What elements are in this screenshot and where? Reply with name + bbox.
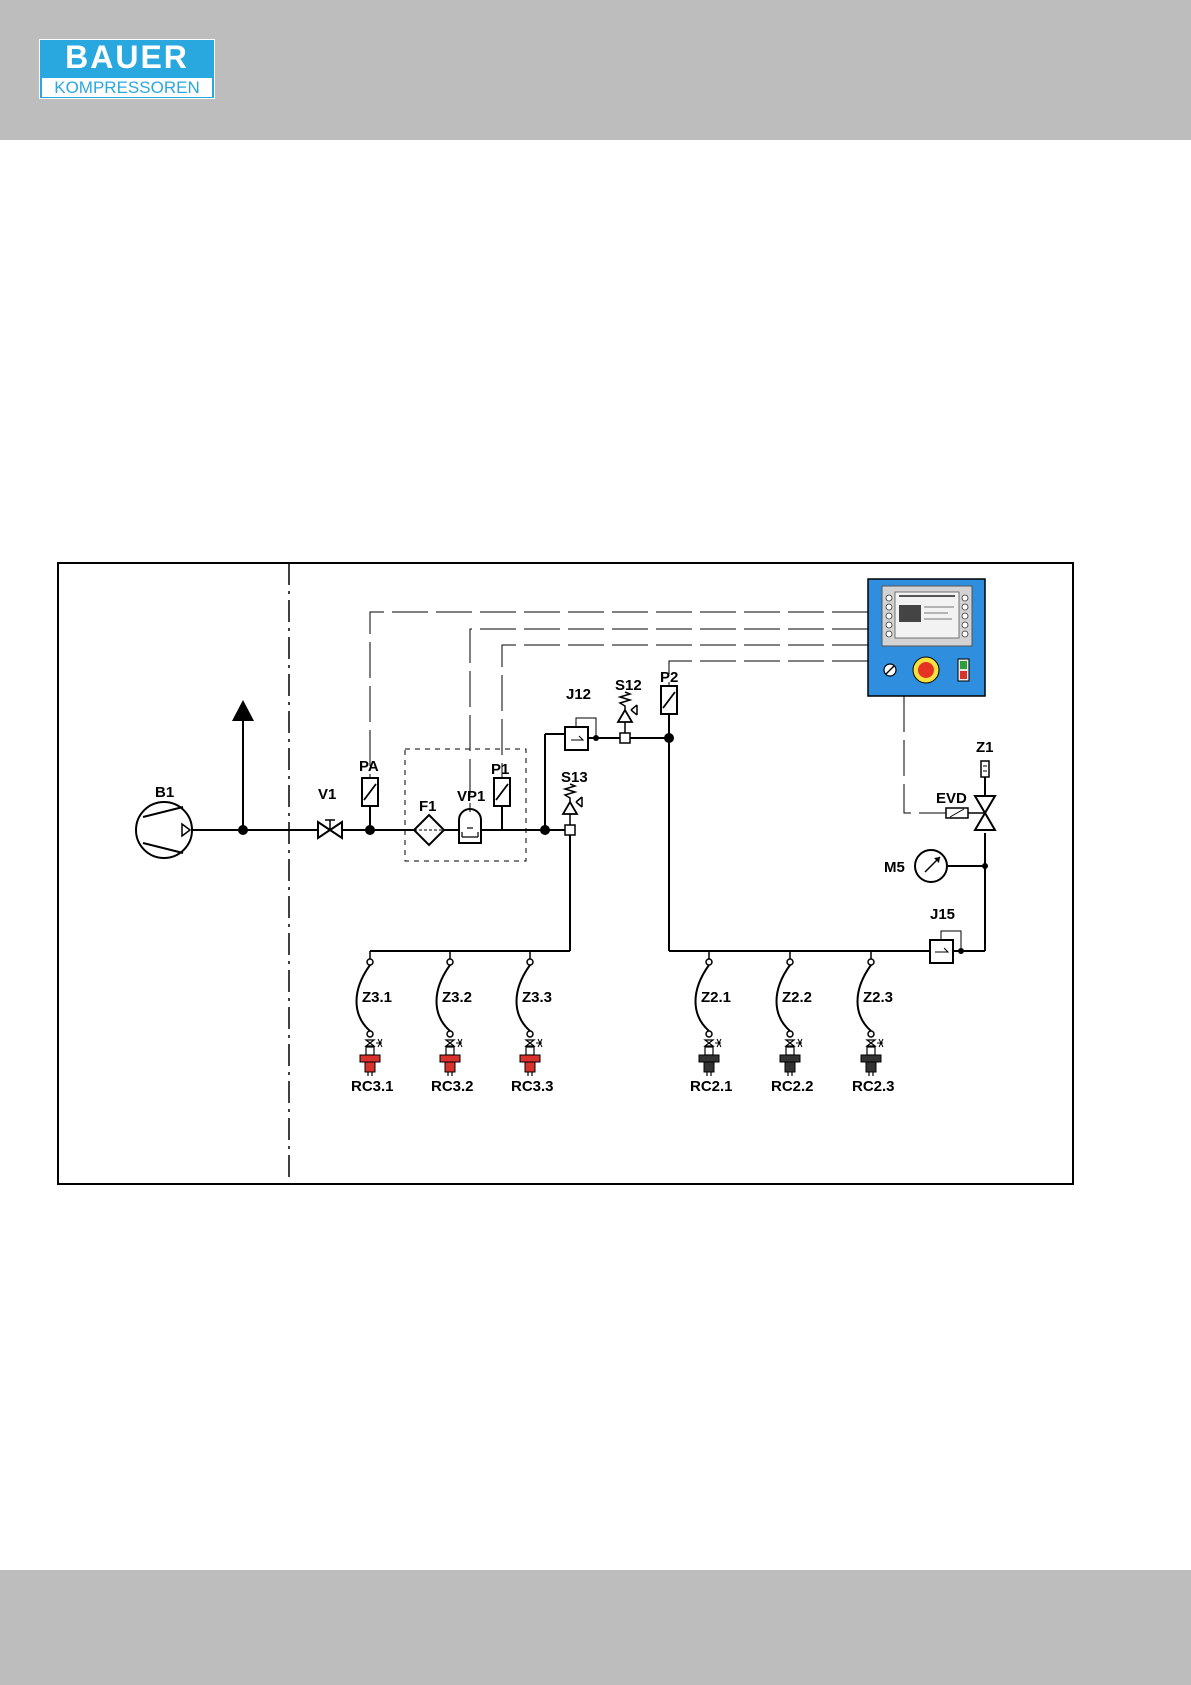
hose-label: Z2.3 bbox=[863, 989, 893, 1006]
label-p1: P1 bbox=[491, 761, 509, 778]
pressure-gauge-m5-icon bbox=[915, 850, 947, 882]
separator-vp1-icon bbox=[459, 809, 481, 843]
quick-coupling-icon bbox=[520, 1031, 542, 1076]
check-valve-j15-icon bbox=[930, 931, 961, 963]
page-footer bbox=[0, 1570, 1191, 1685]
relief-valve-s13-icon bbox=[563, 784, 582, 814]
sensor-p1-icon bbox=[494, 778, 510, 806]
sensor-pa-icon bbox=[362, 778, 378, 806]
signal-lines bbox=[370, 612, 946, 813]
compressor-b1-icon bbox=[136, 802, 192, 858]
label-b1: B1 bbox=[155, 784, 174, 801]
hose-label: Z3.2 bbox=[442, 989, 472, 1006]
label-j15: J15 bbox=[930, 906, 955, 923]
hose-label: Z2.2 bbox=[782, 989, 812, 1006]
label-vp1: VP1 bbox=[457, 788, 485, 805]
label-s12: S12 bbox=[615, 677, 642, 694]
label-m5: M5 bbox=[884, 859, 905, 876]
quick-coupling-icon bbox=[360, 1031, 382, 1076]
label-evd: EVD bbox=[936, 790, 967, 807]
check-valve-j12-icon bbox=[565, 718, 596, 750]
quick-coupling-icon bbox=[440, 1031, 462, 1076]
filter-f1-icon bbox=[414, 815, 444, 845]
coupling-label: RC2.3 bbox=[852, 1078, 895, 1095]
relief-valve-s12-icon bbox=[618, 692, 637, 722]
coupling-label: RC3.2 bbox=[431, 1078, 474, 1095]
coupling-label: RC2.2 bbox=[771, 1078, 814, 1095]
coupling-label: RC3.3 bbox=[511, 1078, 554, 1095]
valve-v1-icon bbox=[318, 820, 342, 838]
silencer-z1-icon bbox=[981, 761, 989, 777]
outlet-arrow-icon bbox=[232, 700, 254, 721]
hose-label: Z3.1 bbox=[362, 989, 392, 1006]
label-z1: Z1 bbox=[976, 739, 994, 756]
coupling-label: RC3.1 bbox=[351, 1078, 394, 1095]
quick-coupling-icon bbox=[861, 1031, 883, 1076]
quick-coupling-icon bbox=[780, 1031, 802, 1076]
label-f1: F1 bbox=[419, 798, 437, 815]
sensor-p2-icon bbox=[661, 686, 677, 714]
label-v1: V1 bbox=[318, 786, 336, 803]
control-panel bbox=[868, 579, 985, 696]
label-j12: J12 bbox=[566, 686, 591, 703]
label-s13: S13 bbox=[561, 769, 588, 786]
hose-label: Z3.3 bbox=[522, 989, 552, 1006]
label-p2: P2 bbox=[660, 669, 678, 686]
coupling-label: RC2.1 bbox=[690, 1078, 733, 1095]
hose-label: Z2.1 bbox=[701, 989, 731, 1006]
quick-coupling-icon bbox=[699, 1031, 721, 1076]
label-pa: PA bbox=[359, 758, 379, 775]
